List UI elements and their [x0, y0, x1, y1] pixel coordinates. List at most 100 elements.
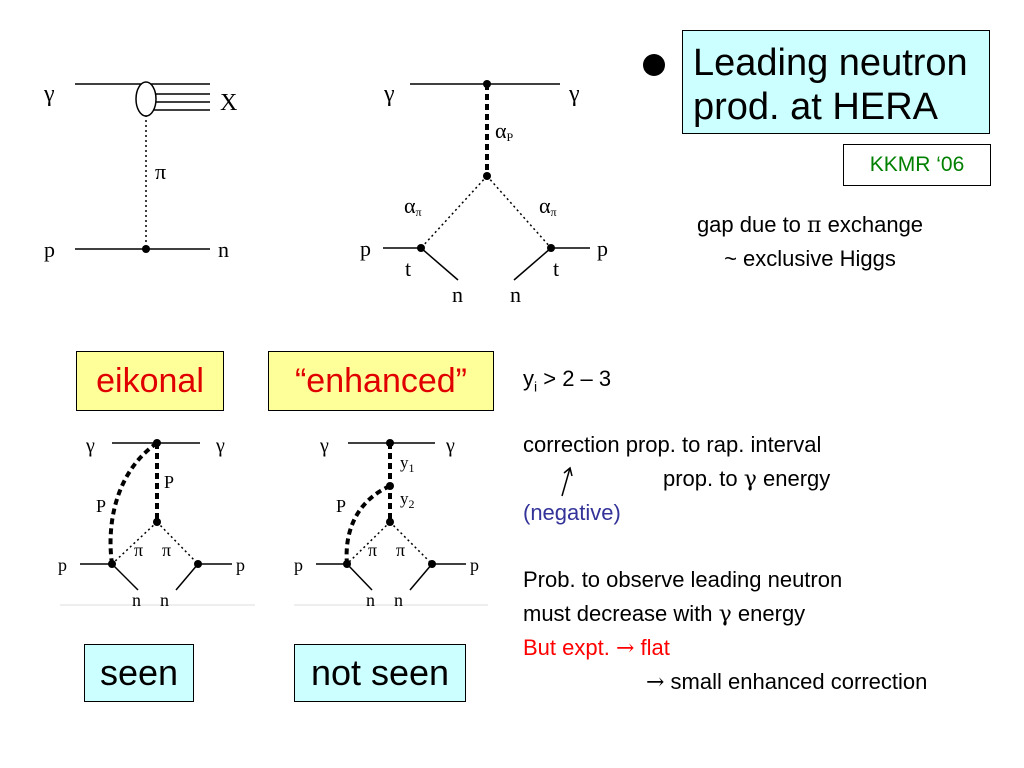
- neutron-label-left: n: [452, 282, 463, 307]
- title-bullet: [643, 54, 665, 76]
- title-box: Leading neutron prod. at HERA: [682, 30, 990, 134]
- alpha-symbol: α: [539, 193, 551, 218]
- y2-subscript: 2: [409, 497, 415, 511]
- pomeron-label: P: [164, 472, 174, 492]
- neutron-label-right: n: [160, 590, 169, 610]
- diagram-triple-regge: γ γ αP απ απ p p t t n n: [360, 80, 608, 307]
- pion-subscript: π: [416, 205, 422, 219]
- prop-energy-line: prop. to γ energy: [663, 462, 830, 497]
- reference-box: KKMR ‘06: [843, 144, 991, 186]
- gamma-label-left: γ: [319, 435, 329, 457]
- vertex-dot-top: [153, 439, 161, 447]
- pion-label-left: π: [368, 540, 377, 560]
- enhanced-label: “enhanced”: [268, 351, 494, 411]
- pion-line-left: [111, 521, 158, 565]
- neutron-label-left: n: [366, 590, 375, 610]
- alpha-pi-label-left: απ: [404, 193, 422, 219]
- gamma-label-right: γ: [568, 81, 580, 107]
- proton-label-left: p: [360, 236, 371, 261]
- but-expt-line: But expt. → flat: [523, 631, 670, 666]
- neutron-line-right: [513, 247, 552, 281]
- gamma-label-left: γ: [383, 81, 395, 107]
- title-line-1: Leading neutron: [693, 42, 968, 84]
- small-correction-text: small enhanced correction: [664, 669, 928, 694]
- gamma-label-right: γ: [445, 435, 455, 457]
- gamma-label: γ: [43, 81, 55, 107]
- pi-symbol: π: [807, 213, 822, 238]
- neutron-label-right: n: [510, 282, 521, 307]
- alpha-symbol: α: [404, 193, 416, 218]
- y1-label: y1: [400, 453, 415, 475]
- vertex-dot: [142, 245, 150, 253]
- proton-label-right: p: [597, 236, 608, 261]
- neutron-line-left: [420, 247, 459, 281]
- yi-subscript: i: [534, 378, 538, 395]
- pomeron-curve-label: P: [96, 496, 106, 516]
- prob-line-2-text-end: energy: [731, 601, 806, 626]
- prop-energy-text: prop. to: [663, 466, 744, 491]
- neutron-label-left: n: [132, 590, 141, 610]
- neutron-line-left: [111, 563, 139, 591]
- pion-line-left: [420, 175, 488, 249]
- diagram-eikonal: γ γ P P π π p p n n: [58, 435, 255, 610]
- gamma-label-left: γ: [85, 435, 95, 457]
- proton-label: p: [44, 237, 55, 262]
- pomeron-curve: [344, 484, 391, 565]
- rapidity-range: > 2 – 3: [537, 366, 612, 391]
- y-letter: y: [400, 489, 409, 508]
- pion-line-right: [486, 175, 552, 249]
- gap-note-text: gap due to: [696, 212, 808, 237]
- prob-line-2-text: must decrease with: [523, 601, 719, 626]
- pion-label: π: [155, 159, 166, 184]
- vertex-dot-left: [417, 244, 425, 252]
- diagram-pion-exchange: γ X π p n: [43, 81, 237, 262]
- vertex-dot-right: [194, 560, 202, 568]
- pion-line-left: [346, 521, 391, 565]
- t-label-right: t: [553, 256, 559, 281]
- title-line-2: prod. at HERA: [693, 86, 938, 128]
- pomeron-curve: [108, 441, 159, 565]
- negative-note: (negative): [523, 500, 621, 525]
- proton-label-left: p: [58, 555, 67, 575]
- alpha-symbol: α: [495, 118, 507, 143]
- neutron-line-right: [175, 563, 199, 591]
- pion-label-right: π: [162, 540, 171, 560]
- t-label-left: t: [405, 256, 411, 281]
- neutron-line-left: [346, 563, 373, 591]
- correction-line: correction prop. to rap. interval: [523, 432, 822, 457]
- vertex-dot-right: [547, 244, 555, 252]
- but-expt-text: But expt.: [523, 635, 616, 660]
- gamma-label-right: γ: [215, 435, 225, 457]
- pomeron-subscript: P: [507, 130, 514, 144]
- alpha-pi-label-right: απ: [539, 193, 557, 219]
- vertex-dot-top: [483, 80, 491, 88]
- vertex-dot-triple: [153, 518, 161, 526]
- proton-label-left: p: [294, 555, 303, 575]
- diagram-enhanced: γ γ y1 y2 P π π p p n n: [294, 435, 488, 610]
- vertex-dot-triple: [483, 172, 491, 180]
- small-correction-line: → small enhanced correction: [646, 665, 927, 700]
- gap-note-text-end: exchange: [821, 212, 924, 237]
- gamma-symbol: γ: [718, 602, 732, 627]
- y-letter: y: [523, 366, 534, 391]
- up-arrow-icon: [561, 466, 573, 497]
- pion-label-left: π: [134, 540, 143, 560]
- rapidity-condition: yi > 2 – 3: [523, 362, 611, 403]
- right-arrow-icon: →: [646, 670, 665, 695]
- prob-line-1: Prob. to observe leading neutron: [523, 567, 843, 592]
- vertex-dot-top: [386, 439, 394, 447]
- x-label: X: [220, 90, 237, 116]
- y2-label: y2: [400, 489, 415, 511]
- neutron-line-right: [409, 563, 433, 591]
- seen-label: seen: [84, 644, 194, 702]
- alpha-pomeron-label: αP: [495, 118, 514, 144]
- neutron-label: n: [218, 237, 229, 262]
- vertex-dot-triple: [386, 518, 394, 526]
- pion-label-right: π: [396, 540, 405, 560]
- eikonal-label: eikonal: [76, 351, 224, 411]
- prop-energy-text-end: energy: [756, 466, 831, 491]
- pomeron-curve-label: P: [336, 496, 346, 516]
- neutron-label-right: n: [394, 590, 403, 610]
- vertex-dot-left: [108, 560, 116, 568]
- gamma-symbol: γ: [743, 467, 757, 492]
